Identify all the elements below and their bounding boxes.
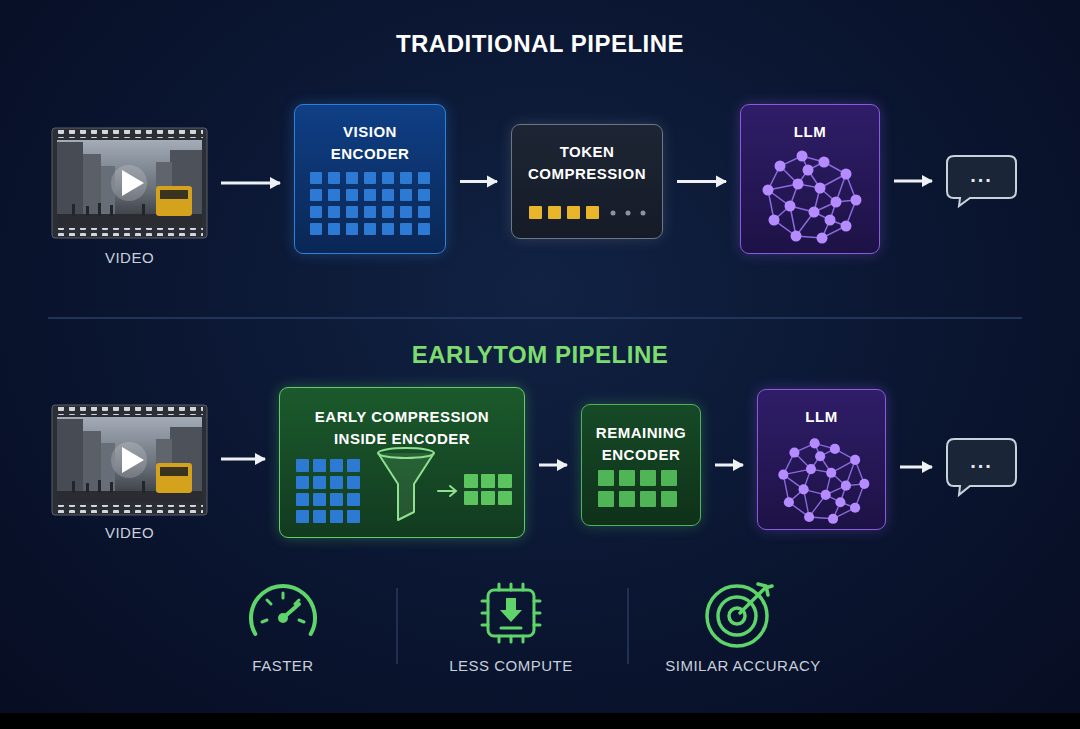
output-bubble: ... [946,155,1017,207]
box-title: TOKEN COMPRESSION [512,141,662,185]
chip-pins [482,584,540,642]
video-input: VIDEO [52,405,207,513]
section-heading: EARLYTOM PIPELINE [340,340,740,370]
separator [627,588,629,664]
benefit-label: LESS COMPUTE [311,656,711,675]
pipeline-title: TRADITIONAL PIPELINE [240,29,840,59]
neural-network [763,151,862,244]
target-arrow [740,584,772,613]
ellipsis-dot [626,211,631,216]
flow-arrow [677,180,726,183]
speech-bubble [947,156,1016,206]
funnel [378,453,434,520]
chip-icon [488,590,534,636]
process-box: VISION ENCODER [294,104,446,254]
target-ring [707,586,767,646]
flow-arrow [539,464,567,467]
video-thumbnail [52,128,207,238]
token-grid [296,459,364,527]
section-divider [48,317,1022,319]
box-title: REMAINING ENCODER [582,422,700,466]
process-box: LLM [757,389,886,530]
funnel-rim [378,448,434,458]
small-arrow [438,486,456,496]
flow-arrow [221,182,280,185]
benefit-label: SIMILAR ACCURACY [543,656,943,675]
gauge-ticks [262,593,304,622]
process-box: REMAINING ENCODER [581,404,701,526]
video-input: VIDEO [52,128,207,238]
output-text: ... [946,451,1017,471]
box-title: VISION ENCODER [295,121,445,165]
compressed-token [529,206,542,219]
flow-arrow [894,180,932,183]
ellipsis-dot [641,211,646,216]
output-text: ... [946,165,1017,185]
down-arrow [500,598,522,622]
chip-bar [501,627,521,630]
compressed-token [586,206,599,219]
box-title: LLM [758,406,885,428]
ellipsis-dot [611,211,616,216]
speech-bubble [947,439,1016,495]
flow-arrow [900,466,932,469]
gauge-needle [283,604,299,618]
bottom-bar [0,713,1080,729]
green-token-grid [464,474,515,508]
compressed-token [567,206,580,219]
token-grid [310,172,436,240]
flow-arrow [715,464,743,467]
compressed-token [548,206,561,219]
gauge-icon [251,586,315,634]
process-box: LLM [740,104,880,254]
video-thumbnail [52,405,207,515]
benefit-label: FASTER [83,656,483,675]
target-ring [729,608,745,624]
input-label: VIDEO [32,523,227,543]
green-token-grid [598,470,682,507]
flow-arrow [460,180,497,183]
process-box: TOKEN COMPRESSION [511,124,663,239]
separator [396,588,398,664]
gauge-hub [278,613,288,623]
box-title: EARLY COMPRESSION INSIDE ENCODER [280,406,524,450]
output-bubble: ... [946,438,1017,496]
flow-arrow [221,458,265,461]
neural-network [778,438,869,524]
box-title: LLM [741,121,879,143]
input-label: VIDEO [32,248,227,268]
process-box: EARLY COMPRESSION INSIDE ENCODER [279,387,525,538]
target-ring [718,597,756,635]
